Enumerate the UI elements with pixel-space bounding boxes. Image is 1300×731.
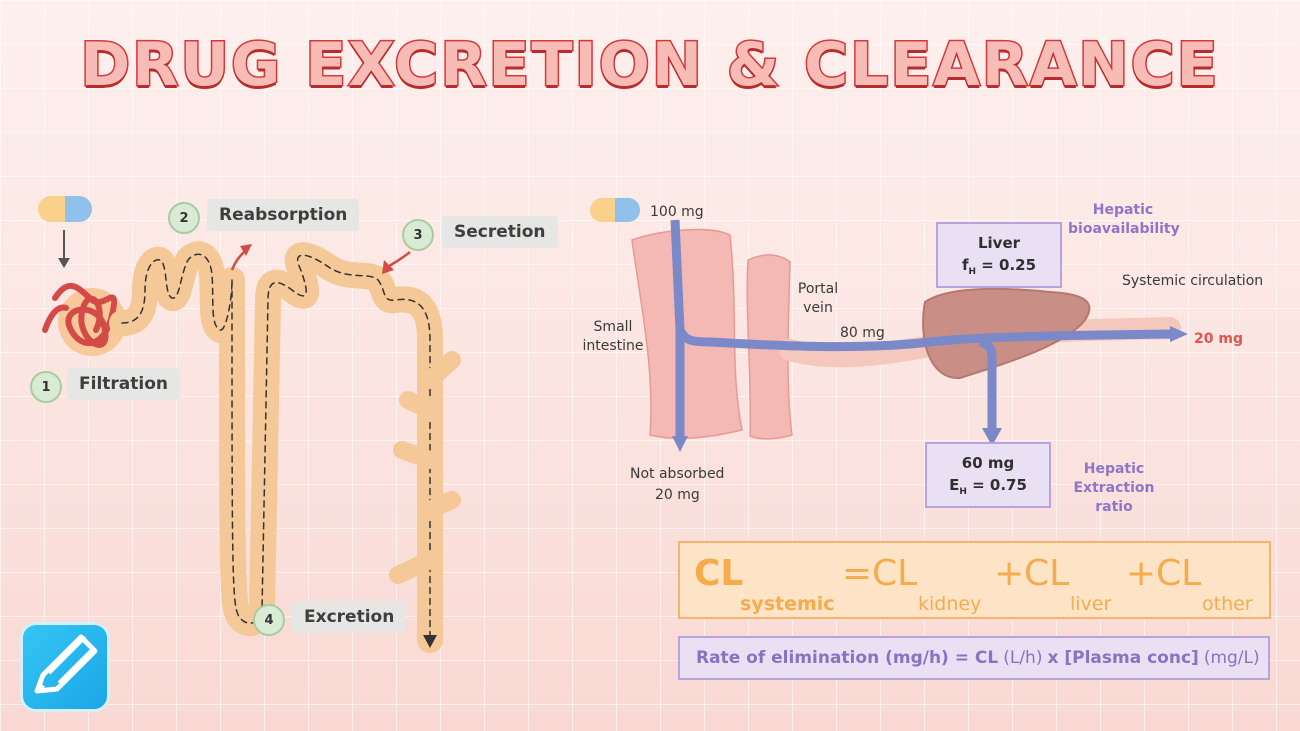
not-absorbed-label: Not absorbed [630,466,725,482]
nephron-diagram [38,196,461,653]
small-intestine-shape [631,228,793,440]
systemic-circulation-label: Systemic circulation [1122,273,1264,289]
cl-other: CL [1156,553,1202,594]
renal-tubule [109,241,461,653]
glomerulus [42,282,126,356]
dose-label: 100 mg [650,204,704,220]
cl-kidney: CL [872,553,918,594]
step-3-badge: 3 [402,219,434,251]
pill-icon-2 [590,198,640,222]
pencil-icon[interactable] [20,622,110,712]
page-title: DRUG EXCRETION & CLEARANCE [79,29,1220,102]
elimination-rate-formula: Rate of elimination (mg/h) = CL (L/h) x … [678,636,1270,680]
plus-sign-1: + [994,553,1025,594]
step-secretion-label: Secretion [442,216,558,248]
systemic-amount-label: 20 mg [1194,331,1243,347]
liver-box-title: Liver [977,234,1021,252]
cl-liver: CL [1024,553,1070,594]
not-absorbed-amount: 20 mg [655,487,700,503]
plus-sign-2: + [1126,553,1157,594]
sub-other: other [1202,593,1253,615]
formula-part-2: x [Plasma conc] [1047,648,1199,668]
eh-value: EH = 0.75 [949,476,1027,497]
extraction-box: 60 mg EH = 0.75 [925,442,1051,508]
formula-part-1: Rate of elimination (mg/h) = CL [696,648,999,668]
portal-vein-label: Portal vein [797,281,839,316]
sub-systemic: systemic [740,593,835,615]
sub-liver: liver [1070,593,1112,615]
equals-sign: = [842,553,873,594]
sub-kidney: kidney [918,593,982,615]
cl-systemic: CL [694,553,744,594]
step-reabsorption-label: Reabsorption [207,199,360,231]
hepatic-bioavailability-label: Hepatic bioavailability [1068,202,1180,237]
step-1-badge: 1 [30,371,62,403]
hepatic-extraction-label: Hepatic Extraction ratio [1073,461,1155,515]
extraction-amount: 60 mg [961,454,1015,472]
portal-amount-label: 80 mg [840,325,885,341]
formula-unit-1: (L/h) [1003,648,1043,668]
pill-icon [38,196,92,222]
fh-value: fH = 0.25 [961,256,1037,277]
step-excretion-label: Excretion [292,601,407,633]
first-pass-diagram [590,198,1188,452]
small-intestine-label: Small intestine [582,319,644,354]
step-filtration-label: Filtration [67,368,180,400]
clearance-formula: CL systemic = CL kidney + CL liver + CL … [678,541,1271,619]
formula-unit-2: (mg/L) [1203,648,1260,668]
liver-box: Liver fH = 0.25 [936,222,1062,288]
step-2-badge: 2 [168,202,200,234]
step-4-badge: 4 [253,604,285,636]
